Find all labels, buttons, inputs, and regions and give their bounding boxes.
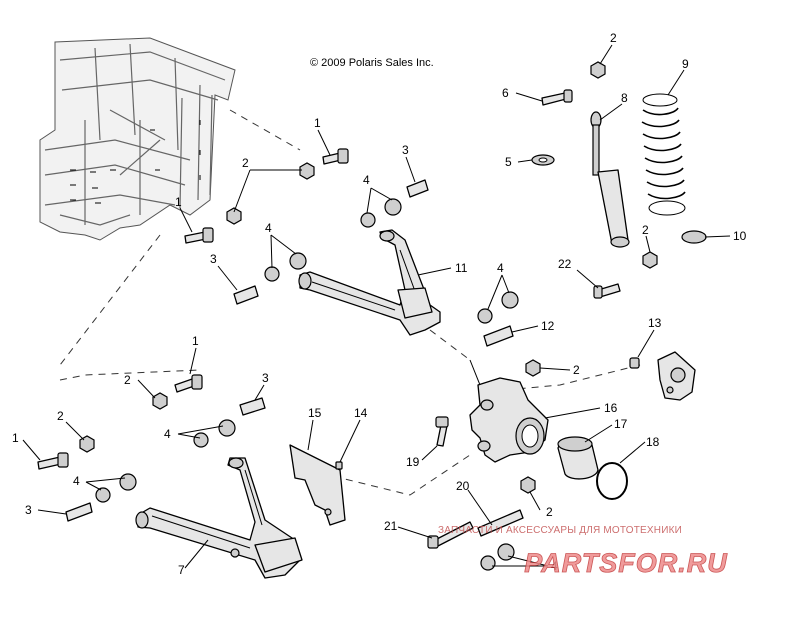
callout-label: 14 bbox=[354, 406, 368, 420]
guard-plate bbox=[289, 444, 346, 526]
callout-label: 4 bbox=[265, 221, 272, 235]
callout-label: 11 bbox=[455, 261, 468, 275]
upper-control-arm bbox=[298, 229, 441, 336]
callout-label: 4 bbox=[363, 173, 370, 187]
callout-label: 4 bbox=[164, 427, 171, 441]
callout-label: 4 bbox=[497, 261, 504, 275]
callout-label: 1 bbox=[192, 334, 199, 348]
callout-label: 2 bbox=[242, 156, 249, 170]
callout-label: 3 bbox=[210, 252, 217, 266]
leader-lines bbox=[22, 44, 731, 569]
callout-label: 5 bbox=[505, 155, 512, 169]
callout-numbers: 2 9 6 8 1 3 5 2 4 1 4 11 10 2 4 22 3 12 … bbox=[12, 31, 747, 577]
callout-label: 20 bbox=[456, 479, 470, 493]
callout-label: 13 bbox=[648, 316, 662, 330]
callout-label: 2 bbox=[573, 363, 580, 377]
spring-retainer bbox=[681, 230, 707, 244]
callout-label: 4 bbox=[551, 559, 558, 573]
callout-label: 1 bbox=[175, 195, 182, 209]
watermark-tagline: ЗАПЧАСТИ И АКСЕССУАРЫ ДЛЯ МОТОТЕХНИКИ bbox=[438, 525, 682, 536]
callout-label: 6 bbox=[502, 86, 509, 100]
callout-label: 1 bbox=[12, 431, 19, 445]
frame-section bbox=[39, 37, 236, 241]
callout-label: 4 bbox=[73, 474, 80, 488]
watermark: ЗАПЧАСТИ И АКСЕССУАРЫ ДЛЯ МОТОТЕХНИКИ PA… bbox=[438, 525, 728, 578]
assembly-guide-lines bbox=[59, 109, 641, 496]
callout-label: 16 bbox=[604, 401, 618, 415]
callout-label: 2 bbox=[642, 223, 649, 237]
callout-label: 2 bbox=[124, 373, 131, 387]
callout-label: 19 bbox=[406, 455, 420, 469]
callout-label: 10 bbox=[733, 229, 747, 243]
callout-label: 8 bbox=[621, 91, 628, 105]
callout-label: 1 bbox=[314, 116, 321, 130]
coil-spring bbox=[641, 93, 686, 216]
callout-label: 21 bbox=[384, 519, 398, 533]
washer bbox=[531, 154, 555, 166]
callout-label: 17 bbox=[614, 417, 628, 431]
callout-label: 3 bbox=[262, 371, 269, 385]
callout-label: 3 bbox=[402, 143, 409, 157]
callout-label: 2 bbox=[57, 409, 64, 423]
callout-label: 9 bbox=[682, 57, 689, 71]
hub-bearing bbox=[557, 436, 599, 480]
callout-label: 12 bbox=[541, 319, 555, 333]
snap-ring bbox=[596, 462, 628, 500]
callout-label: 22 bbox=[558, 257, 572, 271]
callout-label: 2 bbox=[610, 31, 617, 45]
bolts bbox=[37, 89, 640, 549]
copyright-notice: © 2009 Polaris Sales Inc. bbox=[310, 57, 434, 69]
nuts bbox=[79, 61, 658, 494]
watermark-brand: PARTSFOR.RU bbox=[524, 548, 728, 578]
callout-label: 2 bbox=[546, 505, 553, 519]
shock-absorber bbox=[590, 111, 630, 248]
callout-label: 7 bbox=[178, 563, 185, 577]
lower-control-arm bbox=[135, 457, 303, 579]
callout-label: 18 bbox=[646, 435, 660, 449]
bearing-carrier bbox=[469, 377, 549, 463]
brake-caliper bbox=[657, 351, 696, 401]
callout-label: 15 bbox=[308, 406, 322, 420]
callout-label: 3 bbox=[25, 503, 32, 517]
bushings-and-sleeves bbox=[65, 179, 524, 571]
